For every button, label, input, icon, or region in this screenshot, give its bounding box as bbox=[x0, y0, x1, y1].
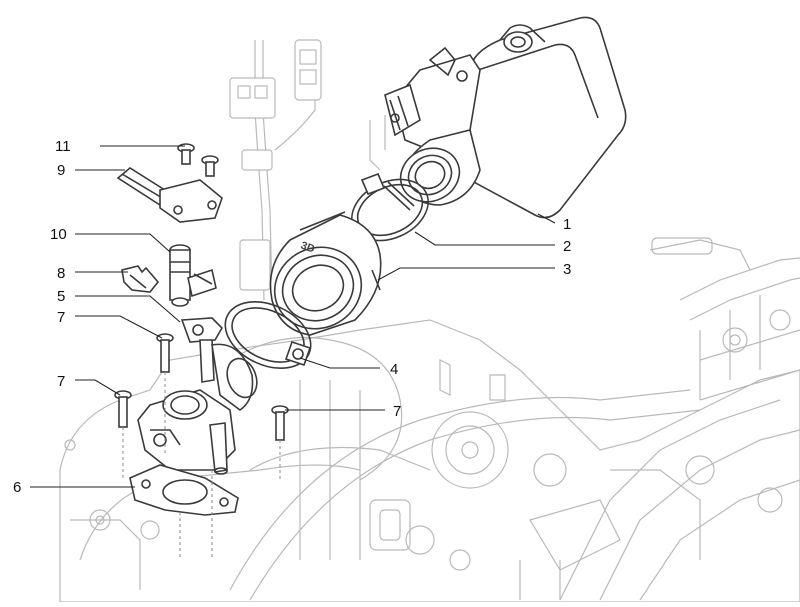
callout-11: 11 bbox=[55, 138, 71, 155]
callout-7-left: 7 bbox=[57, 373, 65, 390]
fuel-injector bbox=[169, 244, 217, 307]
callout-4: 4 bbox=[390, 361, 398, 378]
callout-2: 2 bbox=[563, 238, 571, 255]
callout-9: 9 bbox=[57, 162, 65, 179]
callout-6: 6 bbox=[13, 479, 21, 496]
intake-flange bbox=[137, 389, 236, 475]
screw-left bbox=[177, 143, 195, 165]
hose-clamp-upper bbox=[351, 172, 429, 242]
sleeve-stamp-3d: 3D bbox=[299, 240, 316, 256]
intake-manifold-sleeve: 3D bbox=[269, 211, 382, 336]
callout-1: 1 bbox=[563, 216, 571, 233]
leader-lines bbox=[30, 145, 556, 488]
screw-right bbox=[201, 155, 219, 177]
callout-7-upper: 7 bbox=[57, 309, 65, 326]
injector-clip bbox=[121, 265, 160, 293]
flange-gasket bbox=[129, 464, 239, 516]
callout-labels: 11 9 10 8 5 7 7 7 6 1 2 3 4 bbox=[13, 138, 571, 496]
injector-holder-elbow bbox=[180, 317, 258, 411]
callout-7-right: 7 bbox=[393, 403, 401, 420]
throttle-body bbox=[384, 16, 627, 219]
fuel-pipe-connector bbox=[116, 167, 223, 223]
callout-8: 8 bbox=[57, 265, 65, 282]
callout-3: 3 bbox=[563, 261, 571, 278]
callout-10: 10 bbox=[50, 226, 67, 243]
callout-5: 5 bbox=[57, 288, 65, 305]
